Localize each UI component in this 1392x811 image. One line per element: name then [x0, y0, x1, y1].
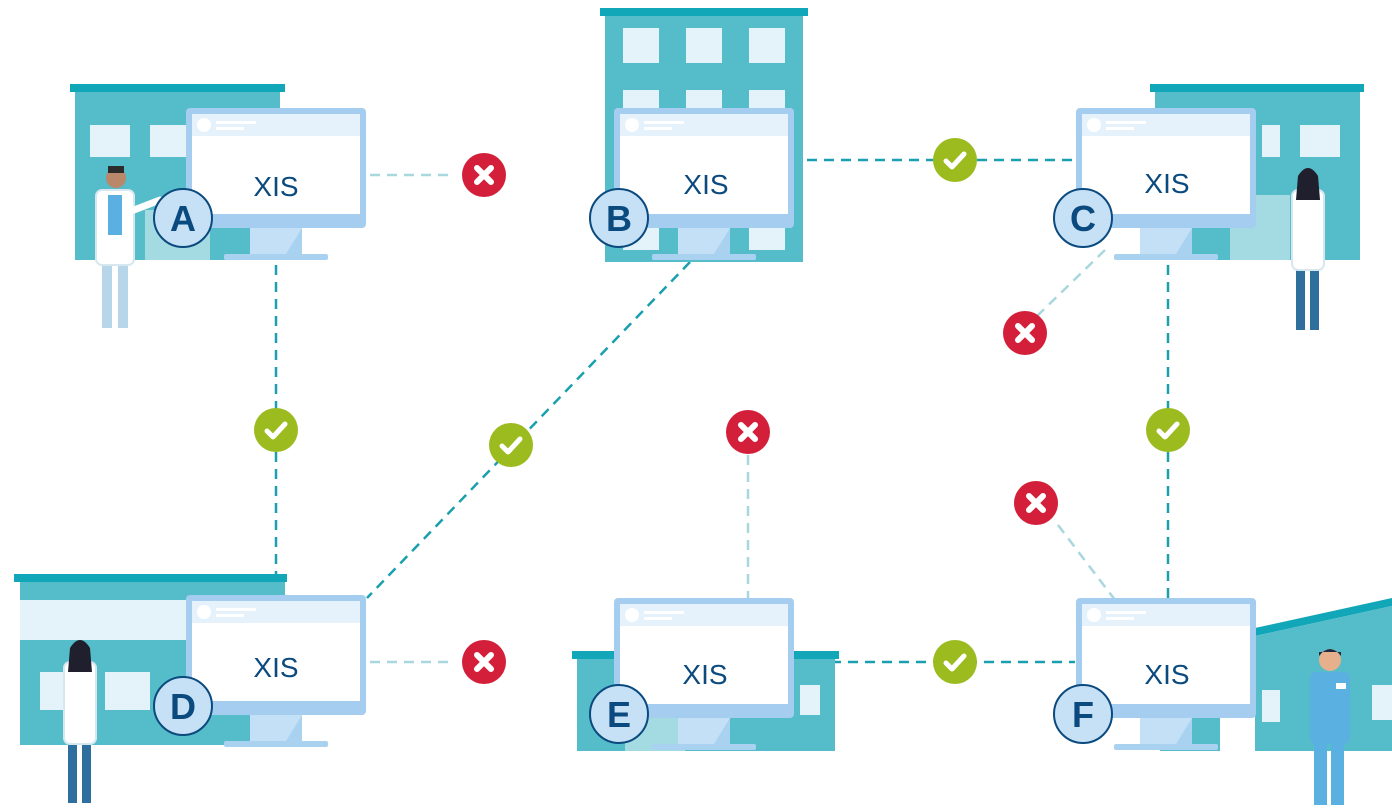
node-badge-label-d: D: [170, 686, 196, 727]
node-badge-a: A: [153, 188, 213, 248]
check-icon: [1146, 408, 1190, 452]
node-badge-label-f: F: [1072, 694, 1094, 735]
check-icon: [254, 408, 298, 452]
node-f: XIS F: [1053, 598, 1392, 805]
node-badge-b: B: [589, 188, 649, 248]
doctor-figure-icon: [95, 166, 164, 328]
node-d: XIS D: [14, 574, 366, 803]
system-label-e: XIS: [682, 659, 727, 690]
link-c-stub: [1034, 249, 1106, 319]
system-label-a: XIS: [253, 171, 298, 202]
system-label-f: XIS: [1144, 659, 1189, 690]
node-badge-label-a: A: [170, 198, 196, 239]
nurse-figure-icon: [63, 640, 97, 803]
node-e: XIS E: [572, 598, 839, 751]
node-badge-c: C: [1053, 188, 1113, 248]
check-icon: [489, 423, 533, 467]
link-f-stub: [1057, 524, 1116, 601]
node-badge-e: E: [589, 684, 649, 744]
x-icon: [1014, 481, 1058, 525]
system-label-b: XIS: [683, 169, 728, 200]
node-c: XIS C: [1053, 84, 1364, 330]
x-icon: [462, 153, 506, 197]
node-b: XIS B: [589, 8, 808, 262]
nurse-figure-icon: [1310, 649, 1350, 805]
x-icon: [726, 410, 770, 454]
node-badge-d: D: [153, 676, 213, 736]
x-icon: [1003, 311, 1047, 355]
link-b-d: [366, 261, 691, 599]
node-badge-label-b: B: [606, 198, 632, 239]
check-icon: [933, 138, 977, 182]
node-a: XIS A: [70, 84, 366, 328]
node-badge-label-c: C: [1070, 198, 1096, 239]
system-label-d: XIS: [253, 652, 298, 683]
nurse-figure-icon: [1291, 168, 1325, 330]
node-badge-f: F: [1053, 684, 1113, 744]
x-icon: [462, 640, 506, 684]
check-icon: [933, 640, 977, 684]
system-label-c: XIS: [1144, 168, 1189, 199]
node-badge-label-e: E: [607, 694, 631, 735]
